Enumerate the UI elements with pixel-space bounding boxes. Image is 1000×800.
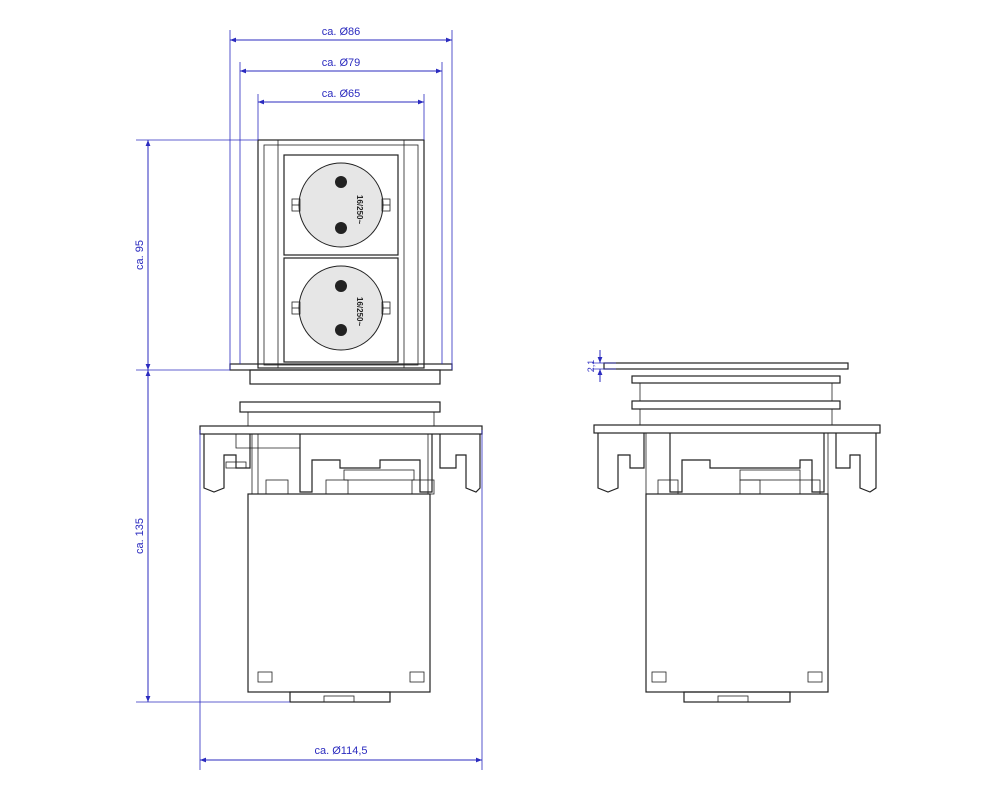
side-view: 2,1 <box>586 350 881 703</box>
dimension-label-diameter-114-5: ca. Ø114,5 <box>315 745 368 757</box>
socket-outlet-top: 16/250~ <box>283 154 399 256</box>
dimension-label-height-135: ca. 135 <box>134 518 146 554</box>
socket-outlet-bottom: 16/250~ <box>283 257 399 363</box>
front-view: 16/250~ 16/250~ <box>134 26 483 770</box>
socket-rating-label-bottom: 16/250~ <box>355 297 364 326</box>
socket-rating-label-top: 16/250~ <box>355 195 364 224</box>
mounting-flange <box>199 401 483 495</box>
lower-housing <box>247 493 431 703</box>
dimension-label-diameter-79: ca. Ø79 <box>322 57 361 69</box>
dimension-label-diameter-86: ca. Ø86 <box>322 26 361 38</box>
dimension-lines-front: ca. Ø86 ca. Ø79 ca. Ø65 ca. 95 ca. 135 <box>134 26 483 770</box>
dimension-label-height-95: ca. 95 <box>134 240 146 270</box>
dimension-lines-side: 2,1 <box>586 350 616 382</box>
dimension-label-diameter-65: ca. Ø65 <box>322 88 361 100</box>
dimension-label-thickness-2-1: 2,1 <box>586 360 596 373</box>
side-flange <box>593 424 881 495</box>
